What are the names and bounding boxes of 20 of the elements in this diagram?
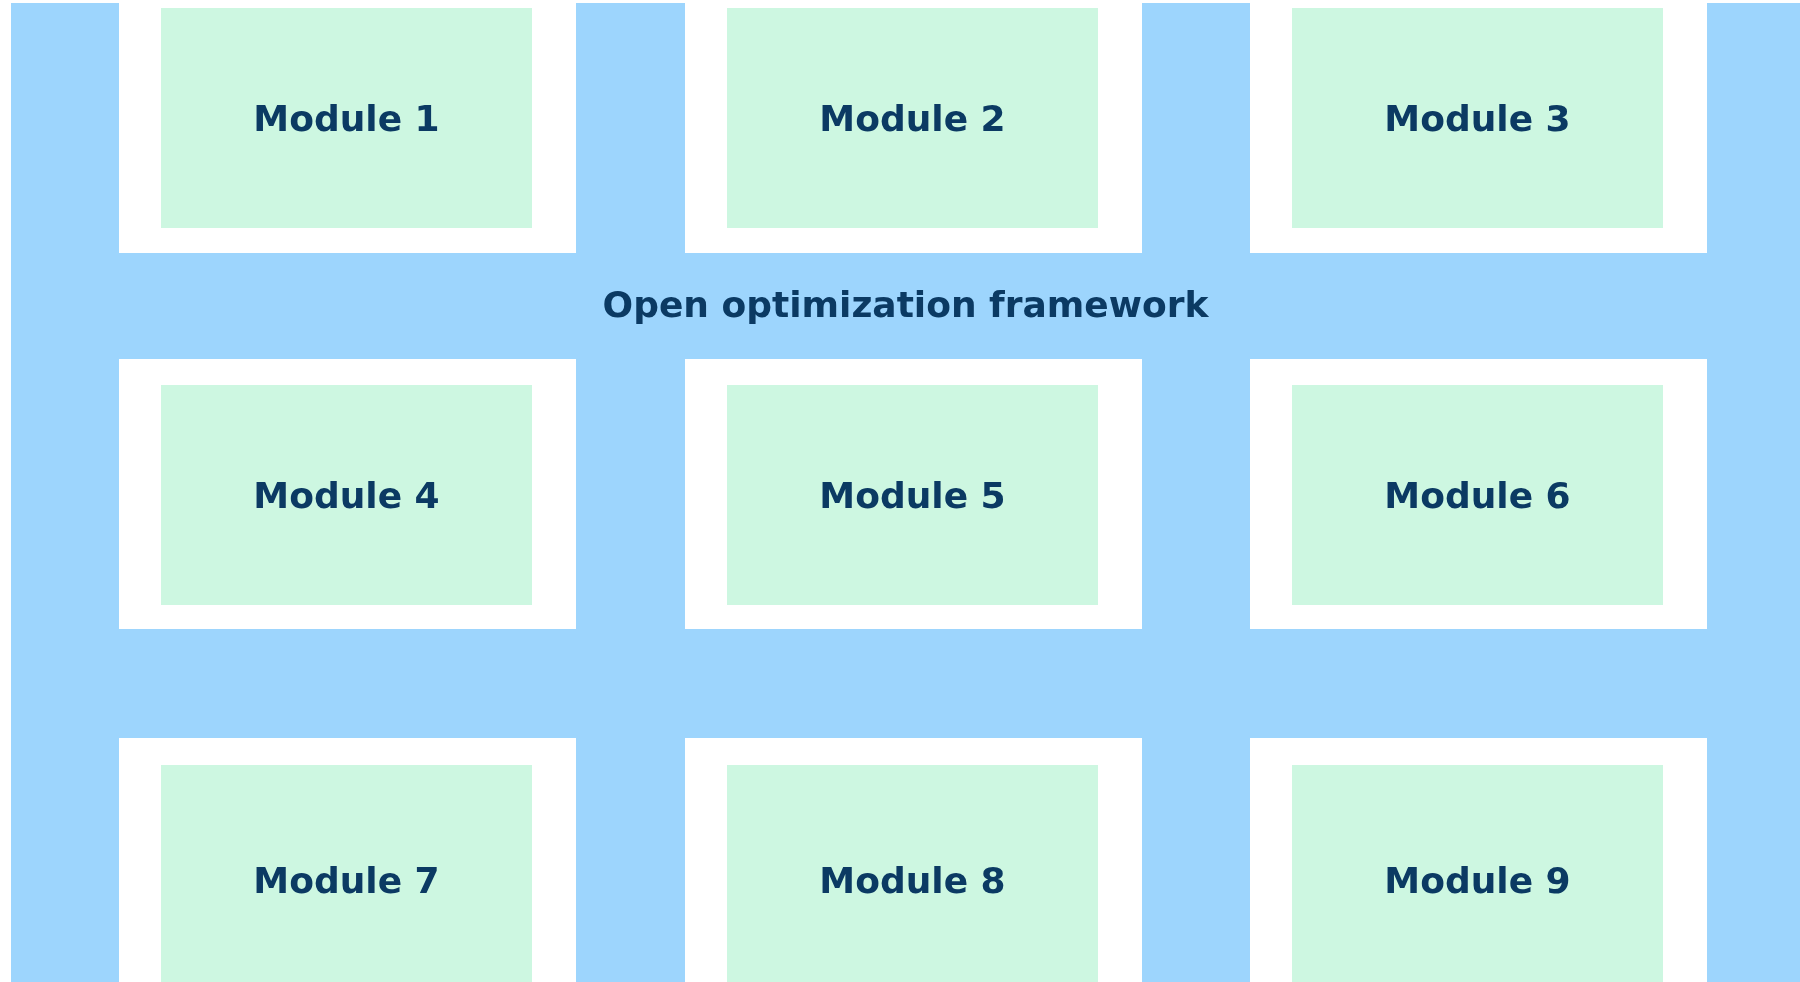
module-label: Module 2 <box>819 97 1006 139</box>
module-box <box>161 385 532 605</box>
module-label: Module 1 <box>253 97 440 139</box>
module-label: Module 8 <box>819 859 1006 901</box>
module-box <box>1292 8 1663 228</box>
module-label: Module 7 <box>253 859 440 901</box>
framework-title: Open optimization framework <box>601 284 1210 325</box>
module-label: Module 9 <box>1384 859 1571 901</box>
module-label: Module 4 <box>253 474 440 516</box>
module-box <box>161 765 532 982</box>
module-box <box>727 765 1098 982</box>
module-box <box>727 385 1098 605</box>
module-label: Module 3 <box>1384 97 1571 139</box>
module-label: Module 6 <box>1384 474 1571 516</box>
module-box <box>1292 385 1663 605</box>
module-box <box>727 8 1098 228</box>
module-box <box>161 8 532 228</box>
module-label: Module 5 <box>819 474 1006 516</box>
framework-panel <box>11 3 1800 982</box>
module-box <box>1292 765 1663 982</box>
